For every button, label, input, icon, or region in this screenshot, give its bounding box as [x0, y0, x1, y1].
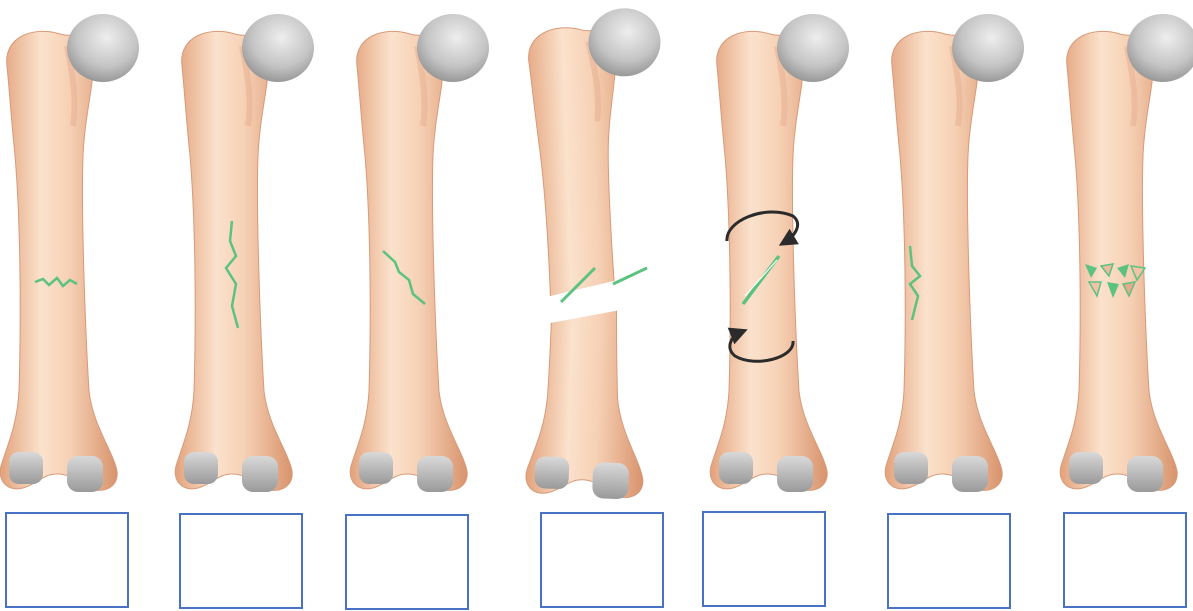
fracture-edge-lower: [613, 268, 647, 284]
answer-box-2[interactable]: [179, 513, 303, 609]
answer-box-7[interactable]: [1063, 512, 1187, 608]
answer-box-4[interactable]: [540, 512, 664, 608]
femur-oblique: [350, 14, 489, 492]
answer-box-1[interactable]: [5, 512, 129, 608]
femur-comminuted: [1060, 14, 1193, 492]
femur-spiral: [710, 14, 849, 492]
answer-box-5[interactable]: [702, 511, 826, 607]
answer-box-3[interactable]: [345, 514, 469, 610]
femur-longitudinal: [175, 14, 314, 492]
answer-box-6[interactable]: [887, 513, 1011, 609]
femur-greenstick: [885, 14, 1024, 492]
femur-transverse: [0, 14, 139, 492]
femur-displaced: [521, 7, 681, 501]
